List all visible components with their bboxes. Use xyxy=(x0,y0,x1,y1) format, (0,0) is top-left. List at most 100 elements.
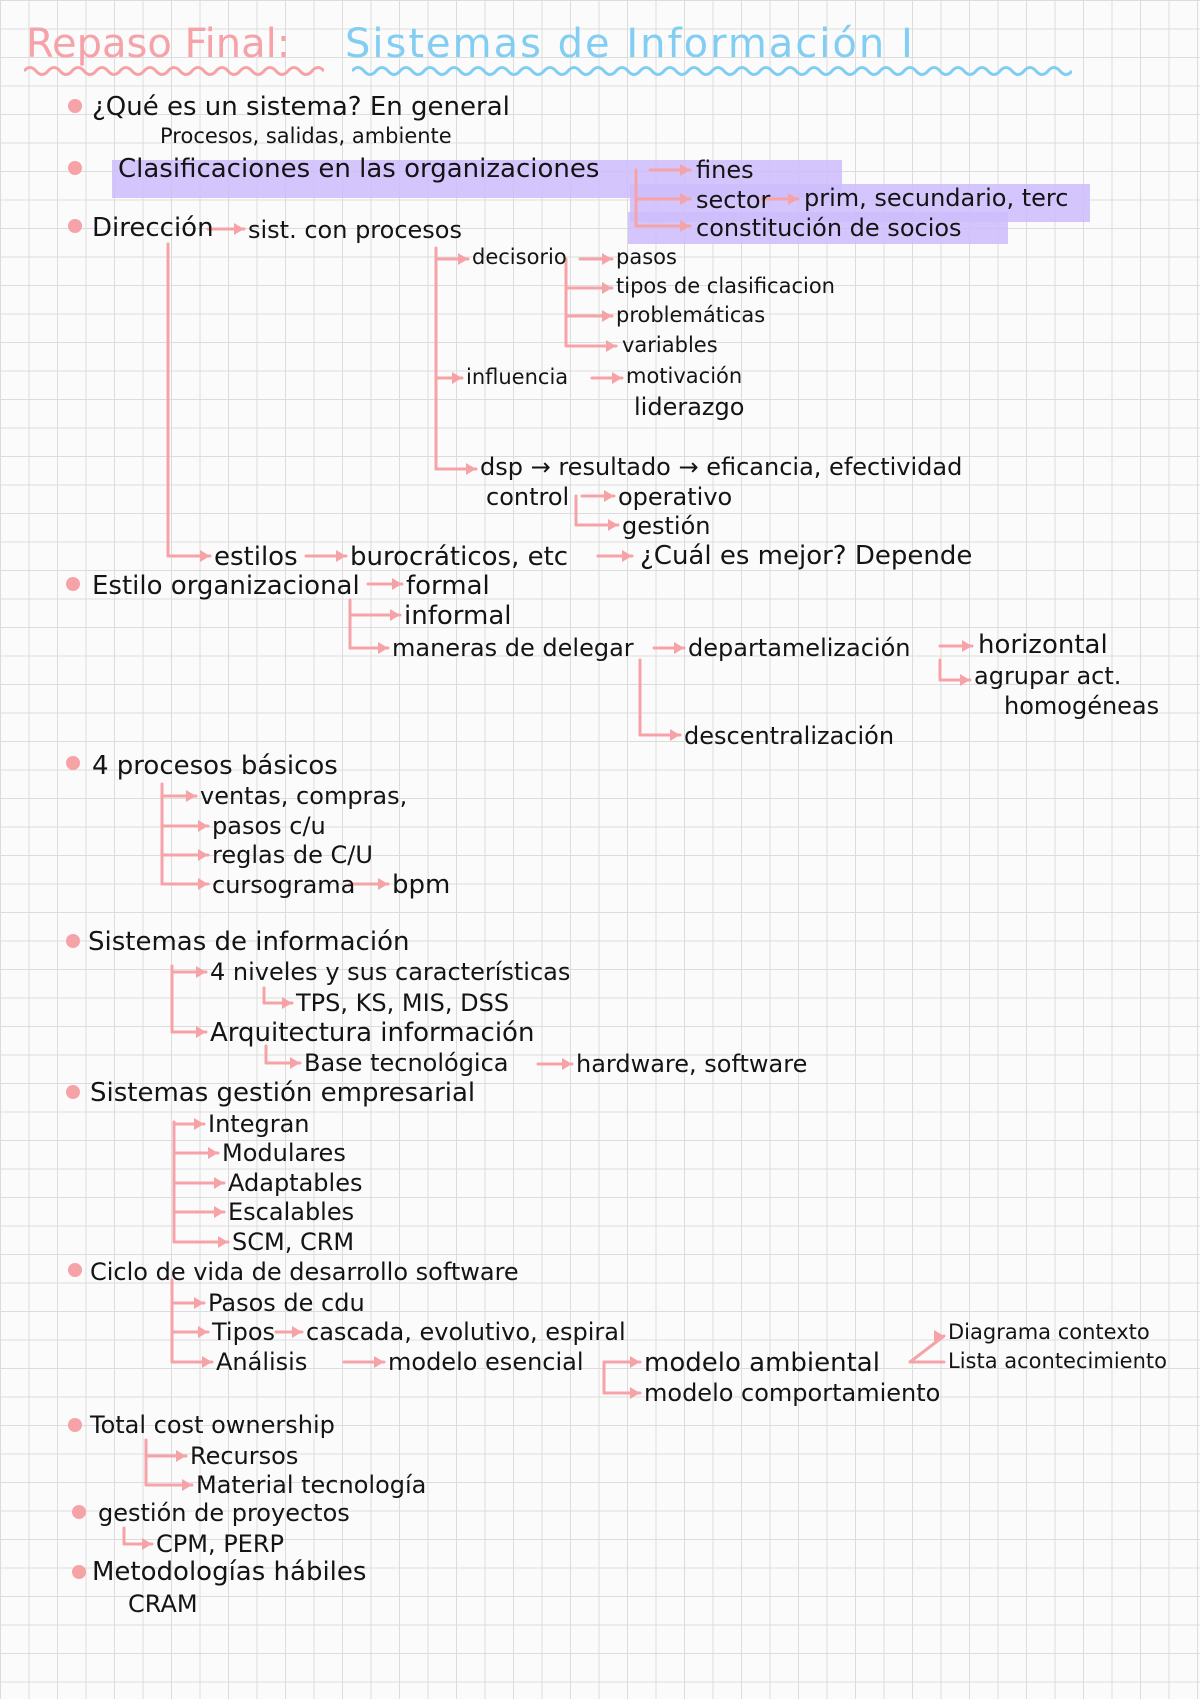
arrow-head xyxy=(336,550,346,562)
arrow-head xyxy=(606,340,616,352)
s3-cual: ¿Cuál es mejor? Depende xyxy=(640,541,973,571)
arrow-head xyxy=(960,674,970,686)
arrow-head xyxy=(186,790,196,802)
s5-item-2: reglas de C/U xyxy=(212,841,373,869)
arrow-head xyxy=(604,490,614,502)
arrow-head xyxy=(292,1326,302,1338)
arrow-head xyxy=(196,966,206,978)
arrow-head xyxy=(608,519,618,531)
arrow-head xyxy=(680,164,690,176)
s7-item-4: SCM, CRM xyxy=(232,1228,355,1256)
s8-lista: Lista acontecimiento xyxy=(948,1349,1167,1373)
arrow-head xyxy=(198,849,208,861)
arrow-head xyxy=(176,1450,186,1462)
s5-item-1: pasos c/u xyxy=(212,812,326,840)
s3-motivacion: motivación xyxy=(626,364,743,388)
title-subject: Sistemas de Información I xyxy=(345,21,915,67)
arrow-head xyxy=(788,193,798,205)
s11-heading: Metodologías hábiles xyxy=(92,1557,367,1587)
highlight-constitucion xyxy=(628,212,1008,244)
bullet xyxy=(66,1085,80,1099)
arrow-head xyxy=(214,1206,224,1218)
bullet xyxy=(68,1418,82,1432)
s8-comportamiento: modelo comportamiento xyxy=(644,1379,941,1407)
arrow-head xyxy=(208,1147,218,1159)
s2-fines: fines xyxy=(696,156,754,184)
s7-item-1: Modulares xyxy=(222,1139,346,1167)
arrow-head xyxy=(374,1356,384,1368)
title-prefix: Repaso Final: xyxy=(26,21,291,67)
arrow-head xyxy=(562,1058,572,1070)
arrow-head xyxy=(194,1297,204,1309)
arrow-head xyxy=(218,1236,228,1248)
arrow-head xyxy=(602,253,612,265)
arrow-head xyxy=(200,550,210,562)
arrow-head xyxy=(622,550,632,562)
s11-item: CRAM xyxy=(128,1590,198,1618)
s7-item-0: Integran xyxy=(208,1110,310,1138)
s6-tipos: TPS, KS, MIS, DSS xyxy=(296,989,510,1017)
s3-estilos: estilos xyxy=(214,542,298,572)
s7-item-3: Escalables xyxy=(228,1198,355,1226)
s3-control: control xyxy=(486,483,570,511)
s3-operativo: operativo xyxy=(618,483,733,511)
arrow-head xyxy=(670,729,680,741)
bullet xyxy=(68,219,82,233)
s3-gestion: gestión xyxy=(622,512,711,540)
bullet xyxy=(68,1263,82,1277)
s1-heading: ¿Qué es un sistema? En general xyxy=(92,92,510,122)
s3-procesos: sist. con procesos xyxy=(248,216,462,244)
arrow-head xyxy=(194,1118,204,1130)
s4-horizontal: horizontal xyxy=(978,630,1108,660)
arrow-head xyxy=(390,609,400,621)
s6-base: Base tecnológica xyxy=(304,1049,509,1077)
arrow-head xyxy=(680,193,690,205)
s4-formal: formal xyxy=(406,571,490,601)
arrow-head xyxy=(202,1356,212,1368)
arrow-head xyxy=(602,282,612,294)
s4-homogeneas: homogéneas xyxy=(1004,692,1160,720)
s3-pasos: pasos xyxy=(616,245,677,269)
arrow-head xyxy=(680,220,690,232)
arrow-head xyxy=(392,578,402,590)
bullet xyxy=(66,756,80,770)
s2-sector-detail: prim, secundario, terc xyxy=(804,184,1069,212)
s7-heading: Sistemas gestión empresarial xyxy=(90,1078,476,1108)
s1-sub: Procesos, salidas, ambiente xyxy=(160,124,452,148)
arrow-head xyxy=(234,223,244,235)
bullet xyxy=(68,99,82,113)
arrow-head xyxy=(198,878,208,890)
arrow-head xyxy=(934,1330,944,1342)
s4-descentralizacion: descentralización xyxy=(684,722,895,750)
s8-tipos-detail: cascada, evolutivo, espiral xyxy=(306,1318,626,1346)
s8-tipos: Tipos xyxy=(212,1318,276,1346)
arrow-head xyxy=(458,253,468,265)
s3-tipos: tipos de clasificacion xyxy=(616,274,835,298)
arrow-head xyxy=(214,1177,224,1189)
s9-heading: Total cost ownership xyxy=(90,1411,335,1439)
s6-niveles: 4 niveles y sus características xyxy=(210,958,571,986)
arrow-head xyxy=(198,820,208,832)
arrow-head xyxy=(630,1387,640,1399)
arrow-head xyxy=(142,1538,152,1550)
arrow-head xyxy=(378,878,388,890)
s5-heading: 4 procesos básicos xyxy=(92,751,338,781)
s10-item: CPM, PERP xyxy=(156,1530,284,1558)
s6-hw: hardware, software xyxy=(576,1050,808,1078)
s3-liderazgo: liderazgo xyxy=(634,393,745,421)
bullet xyxy=(72,1505,86,1519)
title-underline-pink xyxy=(24,66,324,76)
arrow-head xyxy=(466,463,476,475)
s5-item-3: cursograma xyxy=(212,871,356,899)
arrow-head xyxy=(182,1479,192,1491)
arrow-head xyxy=(630,1356,640,1368)
s8-pasos: Pasos de cdu xyxy=(208,1289,365,1317)
bullet xyxy=(72,1565,86,1579)
s3-decisorio: decisorio xyxy=(472,245,567,269)
s8-ambiental: modelo ambiental xyxy=(644,1348,880,1378)
s3-variables: variables xyxy=(622,333,718,357)
s3-burocraticos: burocráticos, etc xyxy=(350,542,569,572)
s4-departamentalizacion: departamelización xyxy=(688,634,911,662)
s8-diagrama: Diagrama contexto xyxy=(948,1320,1150,1344)
